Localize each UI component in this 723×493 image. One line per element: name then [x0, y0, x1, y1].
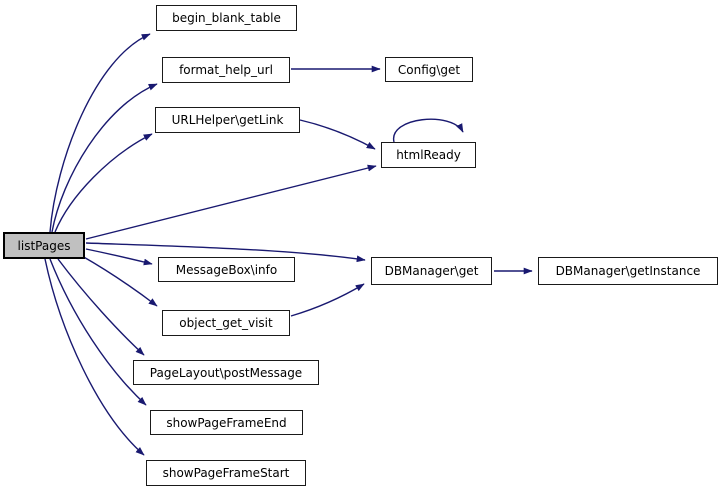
edge-listPages-to-showPageFrameEnd	[49, 258, 147, 406]
edge-htmlReady-to-htmlReady	[393, 118, 464, 143]
node-dbmanager-getinstance[interactable]: DBManager\getInstance	[538, 257, 718, 285]
edge-listPages-to-DBManager_get	[85, 242, 366, 263]
edge-object_get_visit-to-DBManager_get	[290, 283, 365, 317]
node-dbmanager-get[interactable]: DBManager\get	[371, 257, 492, 285]
edge-listPages-to-begin_blank_table	[49, 33, 151, 233]
node-config-get[interactable]: Config\get	[385, 57, 473, 82]
edge-URLHelper_getLink-to-htmlReady	[299, 119, 376, 150]
node-urlhelper-getlink[interactable]: URLHelper\getLink	[155, 107, 300, 133]
edge-listPages-to-PageLayout_postMessage	[57, 258, 145, 356]
edge-listPages-to-showPageFrameStart	[44, 258, 145, 456]
node-begin-blank-table[interactable]: begin_blank_table	[156, 5, 297, 31]
edge-listPages-to-format_help_url	[51, 83, 158, 233]
edge-listPages-to-URLHelper_getLink	[54, 133, 153, 233]
node-showpageframestart[interactable]: showPageFrameStart	[146, 460, 306, 486]
node-messagebox-info[interactable]: MessageBox\info	[158, 257, 295, 282]
edge-listPages-to-object_get_visit	[81, 255, 158, 307]
node-htmlready[interactable]: htmlReady	[381, 142, 476, 168]
edge-listPages-to-MessageBox_info	[85, 248, 153, 266]
node-showpageframeend[interactable]: showPageFrameEnd	[150, 410, 303, 435]
edge-listPages-to-htmlReady	[85, 164, 377, 240]
node-list-pages: listPages	[3, 232, 85, 259]
node-format-help-url[interactable]: format_help_url	[162, 57, 290, 83]
node-object-get-visit[interactable]: object_get_visit	[162, 310, 290, 336]
node-pagelayout-postmessage[interactable]: PageLayout\postMessage	[133, 360, 319, 385]
